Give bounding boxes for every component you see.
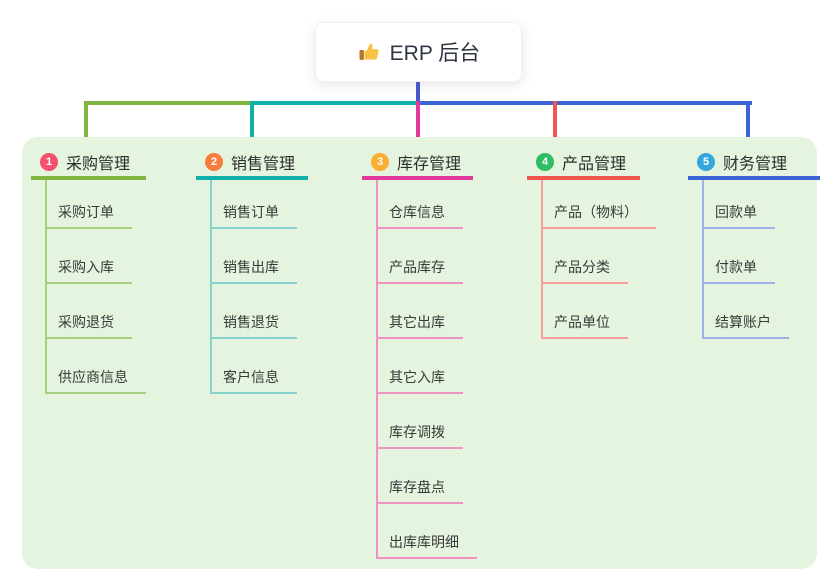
child-node[interactable]: 销售退货 [210,313,297,339]
branch-title[interactable]: 2 销售管理 [196,148,308,180]
child-node[interactable]: 采购入库 [45,258,132,284]
branch-bus-segment [86,101,252,105]
child-node[interactable]: 产品（物料） [541,203,656,229]
branch-drop-line [250,101,254,148]
child-node-label: 仓库信息 [389,204,445,220]
child-node[interactable]: 采购退货 [45,313,132,339]
branch-number-badge: 2 [205,153,223,171]
root-node-label: ERP 后台 [389,42,481,65]
child-node[interactable]: 仓库信息 [376,203,463,229]
branch-title-label: 财务管理 [723,156,788,173]
branch-title-label: 库存管理 [397,156,462,173]
branch-rail [45,180,47,394]
child-node[interactable]: 其它出库 [376,313,463,339]
child-node[interactable]: 客户信息 [210,368,297,394]
branch-bus-segment [252,101,418,105]
child-node-label: 其它入库 [389,369,445,385]
branch-number-badge: 3 [371,153,389,171]
child-node[interactable]: 付款单 [702,258,775,284]
child-node-label: 产品（物料） [554,204,638,220]
child-node[interactable]: 采购订单 [45,203,132,229]
child-node-label: 产品单位 [554,314,610,330]
branch-rail [210,180,212,394]
child-node[interactable]: 产品单位 [541,313,628,339]
branch-drop-line [84,101,88,148]
child-node-label: 采购订单 [58,204,114,220]
child-node-label: 结算账户 [715,314,771,330]
branch-rail [541,180,543,339]
child-node[interactable]: 回款单 [702,203,775,229]
child-node-label: 采购入库 [58,259,114,275]
branch-title[interactable]: 4 产品管理 [527,148,640,180]
branch-title-label: 销售管理 [231,156,296,173]
child-node[interactable]: 供应商信息 [45,368,146,394]
branch-rail [376,180,378,559]
branch-number-badge: 5 [697,153,715,171]
child-node[interactable]: 销售出库 [210,258,297,284]
branch-title-label: 产品管理 [562,156,627,173]
child-node[interactable]: 销售订单 [210,203,297,229]
branch-title[interactable]: 1 采购管理 [31,148,146,180]
child-node-label: 销售订单 [223,204,279,220]
child-node-label: 销售出库 [223,259,279,275]
child-node[interactable]: 其它入库 [376,368,463,394]
child-node-label: 采购退货 [58,314,114,330]
branch-bus-segment [418,101,752,105]
mindmap-panel [22,137,817,569]
thumbs-up-icon [359,43,379,60]
branch-title-label: 采购管理 [66,156,131,173]
child-node-label: 付款单 [715,259,757,275]
root-connector-line [416,82,420,105]
child-node-label: 供应商信息 [58,369,128,385]
branch-drop-line [416,101,420,148]
child-node[interactable]: 产品分类 [541,258,628,284]
branch-rail [702,180,704,339]
child-node[interactable]: 出库库明细 [376,533,477,559]
branch-drop-line [553,101,557,148]
child-node-label: 回款单 [715,204,757,220]
child-node-label: 库存调拨 [389,424,445,440]
branch-drop-line [746,101,750,148]
branch-number-badge: 1 [40,153,58,171]
child-node-label: 产品库存 [389,259,445,275]
child-node-label: 产品分类 [554,259,610,275]
child-node-label: 客户信息 [223,369,279,385]
child-node[interactable]: 库存盘点 [376,478,463,504]
child-node[interactable]: 库存调拨 [376,423,463,449]
root-node[interactable]: ERP 后台 [315,22,522,82]
branch-title[interactable]: 3 库存管理 [362,148,473,180]
child-node[interactable]: 结算账户 [702,313,789,339]
branch-number-badge: 4 [536,153,554,171]
child-node-label: 销售退货 [223,314,279,330]
branch-title[interactable]: 5 财务管理 [688,148,820,180]
child-node-label: 出库库明细 [389,534,459,550]
child-node[interactable]: 产品库存 [376,258,463,284]
child-node-label: 其它出库 [389,314,445,330]
child-node-label: 库存盘点 [389,479,445,495]
